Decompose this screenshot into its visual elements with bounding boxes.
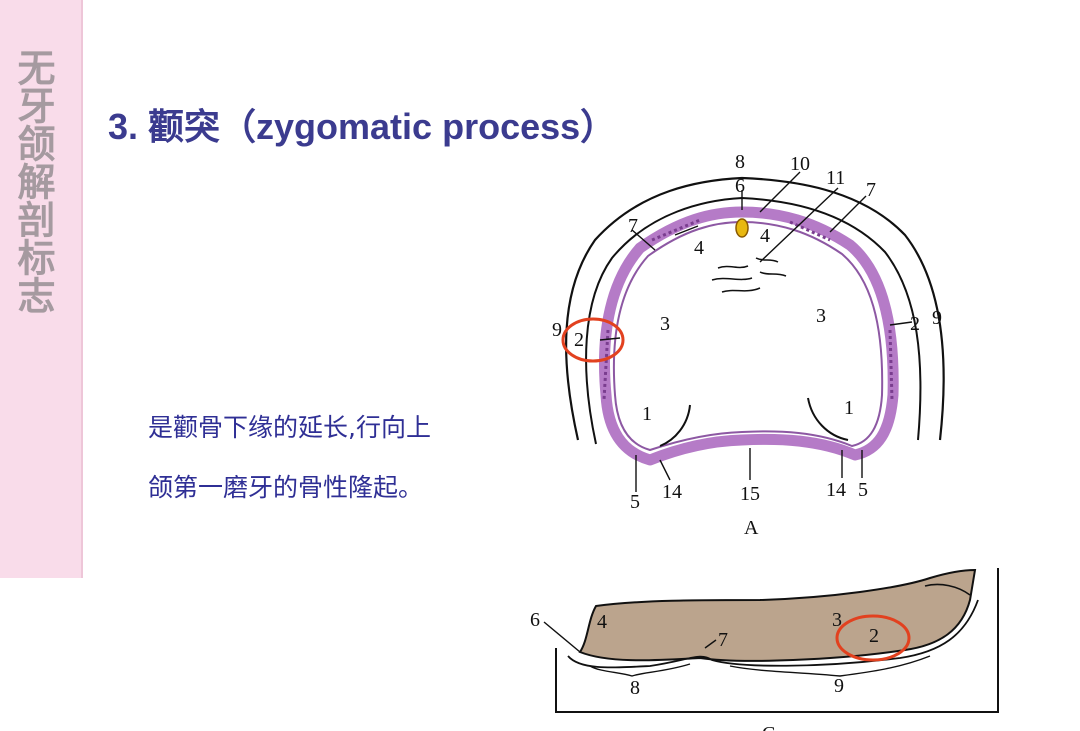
fig-c-leaders (543, 621, 717, 653)
fig-a-label-15: 15 (740, 483, 760, 505)
description-line-1: 是颧骨下缘的延长,行向上 (148, 413, 431, 442)
outer-outline (565, 176, 945, 441)
tuberosity-right (807, 397, 849, 441)
fig-c-label-6: 6 (530, 609, 540, 631)
ridge-hatch (602, 218, 894, 401)
fig-a-label-14a: 14 (662, 481, 682, 503)
fig-a-label-3b: 3 (816, 305, 826, 327)
fig-c-label-7: 7 (718, 629, 728, 651)
fig-c-caption: C (762, 723, 775, 731)
incisive-papilla (735, 218, 749, 238)
fig-a-label-2a: 2 (574, 329, 584, 351)
fig-a-label-5a: 5 (630, 491, 640, 513)
fig-a-caption: A (744, 517, 759, 539)
description-line-2: 颌第一磨牙的骨性隆起。 (148, 473, 424, 502)
side-bar: 无牙颌解剖标志 (0, 0, 83, 578)
fig-a-label-14b: 14 (826, 479, 846, 501)
fig-a-label-2b: 2 (910, 313, 920, 335)
description: 是颧骨下缘的延长,行向上 颌第一磨牙的骨性隆起。 (148, 398, 508, 518)
fig-a-label-4a: 4 (694, 237, 704, 259)
vestibule-line (567, 599, 979, 669)
fig-a-label-7a: 7 (628, 215, 638, 237)
figure-a: 8 10 6 11 7 7 4 4 9 9 2 2 3 3 1 1 5 14 1… (552, 151, 945, 539)
ridge-inner-line (612, 220, 884, 452)
fig-a-label-6: 6 (735, 175, 745, 197)
tuberosity-shape (924, 583, 971, 596)
fig-a-label-10: 10 (790, 153, 810, 175)
fig-a-label-5b: 5 (858, 479, 868, 501)
fig-a-label-9a: 9 (552, 319, 562, 341)
fig-a-label-3a: 3 (660, 313, 670, 335)
fig-c-label-4: 4 (597, 611, 607, 633)
base-box (555, 568, 999, 713)
fig-a-label-1b: 1 (844, 397, 854, 419)
highlight-circle-a (561, 317, 625, 363)
highlight-circle-c (835, 614, 911, 662)
fig-a-label-9b: 9 (932, 307, 942, 329)
fig-c-label-8: 8 (630, 677, 640, 699)
slide-title: 3. 颧突（zygomatic process） (108, 106, 617, 147)
side-title: 无牙颌解剖标志 (11, 48, 56, 314)
fig-c-label-9: 9 (834, 675, 844, 697)
fig-a-label-11: 11 (826, 167, 845, 189)
brace-9 (729, 655, 931, 677)
alveolar-ridge (599, 206, 899, 466)
fig-a-label-7b: 7 (866, 179, 876, 201)
tuberosity-left (659, 404, 691, 447)
fig-c-label-3: 3 (832, 609, 842, 631)
fig-c-label-2: 2 (869, 625, 879, 647)
fig-a-label-8: 8 (735, 151, 745, 173)
leader-lines (599, 171, 913, 492)
palatal-rugae (711, 257, 787, 293)
brace-8 (589, 663, 691, 677)
figure-c: 6 4 7 3 2 8 9 C (530, 568, 999, 731)
fig-a-label-1a: 1 (642, 403, 652, 425)
fig-a-label-4b: 4 (760, 225, 770, 247)
tissue-area (578, 568, 977, 662)
